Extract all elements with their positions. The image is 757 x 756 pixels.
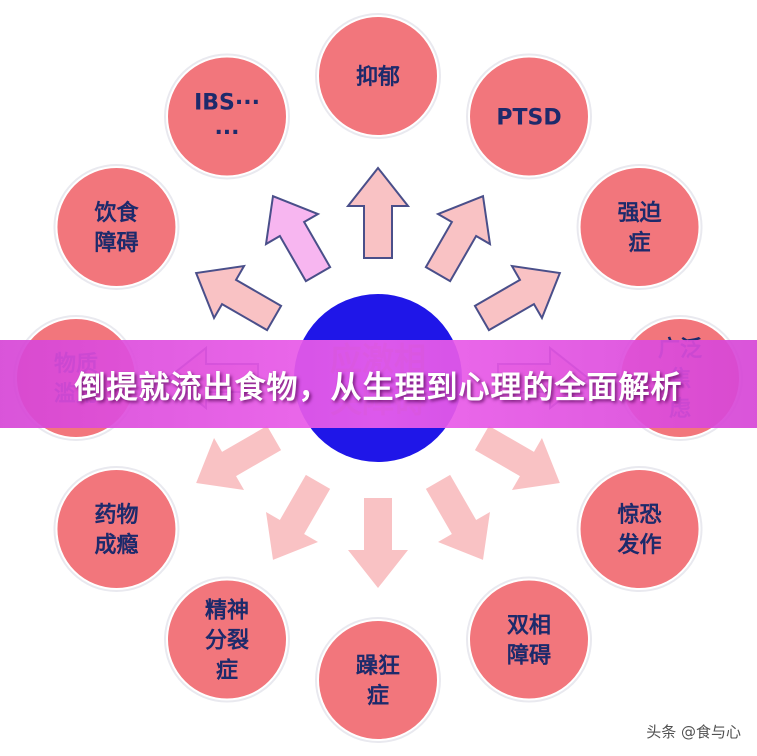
node-label: 症	[367, 683, 389, 709]
node-label: ···	[214, 120, 239, 145]
node-circle	[166, 55, 288, 178]
node-ocd: 强迫症	[576, 164, 703, 290]
node-circle	[578, 166, 701, 288]
node-ptsd: PTSD	[466, 53, 592, 180]
node-label: 饮食	[93, 200, 139, 226]
node-label: 障碍	[94, 230, 138, 256]
node-mania: 躁狂症	[315, 617, 441, 743]
node-circle	[166, 578, 288, 701]
arrow-eating-disorder	[194, 264, 283, 332]
node-depression: 抑郁	[315, 13, 441, 139]
node-label: 惊恐	[618, 502, 662, 528]
node-label: IBS···	[194, 90, 260, 115]
node-circle	[468, 55, 590, 178]
node-circle	[468, 578, 590, 701]
node-label: 药物	[94, 502, 138, 528]
node-label: 症	[216, 657, 238, 683]
node-circle	[317, 15, 439, 137]
node-label: 发作	[617, 532, 662, 558]
arrow-panic	[474, 425, 560, 490]
arrow-drug-addiction	[196, 425, 282, 490]
banner-title: 倒提就流出食物，从生理到心理的全面解析	[74, 369, 683, 406]
node-label: 抑郁	[356, 64, 400, 90]
node-circle	[55, 468, 178, 590]
arrow-ocd	[473, 264, 562, 332]
node-label: 双相	[507, 613, 551, 638]
arrow-mania	[348, 498, 408, 588]
arrow-schizophrenia	[266, 474, 331, 560]
node-label: 障碍	[507, 642, 551, 668]
node-label: 躁狂	[356, 654, 400, 679]
node-label: 强迫	[618, 200, 663, 226]
arrow-depression	[345, 166, 411, 259]
node-label: PTSD	[496, 105, 561, 130]
node-circle	[317, 619, 439, 741]
arrow-bipolar	[425, 474, 490, 560]
node-ibs: IBS··· ···	[164, 53, 290, 180]
arrow-ibs	[264, 194, 332, 283]
title-banner: 倒提就流出食物，从生理到心理的全面解析	[0, 340, 757, 428]
node-label: 分裂	[205, 628, 249, 653]
arrow-ptsd	[424, 194, 492, 283]
node-label: 精神	[205, 597, 249, 623]
node-circle	[578, 468, 701, 590]
node-label: 成瘾	[94, 532, 138, 558]
watermark: 头条 @食与心	[646, 723, 741, 741]
node-label: 症	[629, 230, 651, 256]
node-circle	[55, 166, 178, 288]
